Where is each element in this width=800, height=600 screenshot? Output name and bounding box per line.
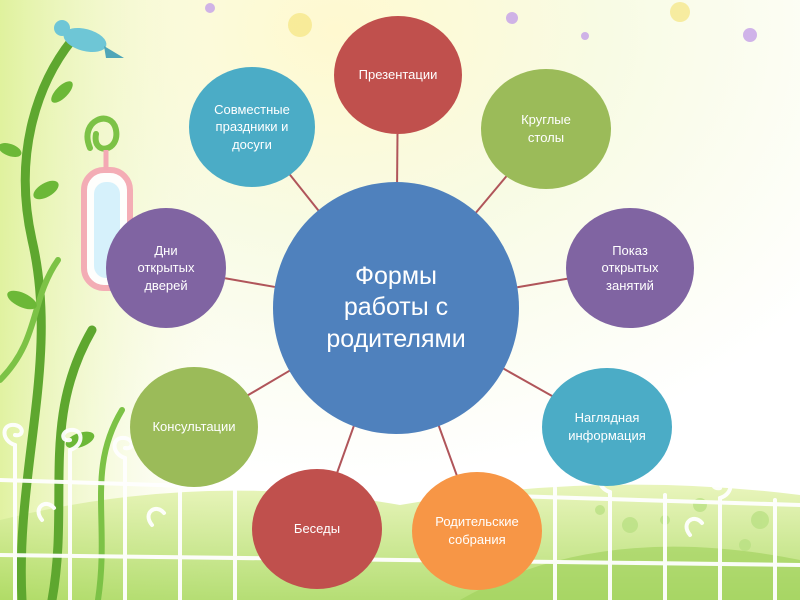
node-dni-dverey: Дни открытых дверей [106,208,226,328]
node-pokaz-zanyatiy: Показ открытых занятий [566,208,694,328]
node-besedy: Беседы [252,469,382,589]
node-label: Родительские собрания [435,514,519,547]
connector-line [336,423,356,473]
connector-lines [224,133,572,476]
center-node-label: Формы работы с родителями [326,262,466,353]
node-label: Беседы [293,521,341,537]
node-label: Показ открытых занятий [601,242,659,293]
connector-line [224,277,275,288]
node-naglyadnaya: Наглядная информация [542,368,672,486]
connector-line [517,277,572,289]
node-label: Круглые столы [521,112,571,145]
connector-line [245,369,291,398]
node-label: Совместные праздники и досуги [214,101,290,152]
connector-line [437,423,458,476]
node-label: Дни открытых дверей [137,242,195,293]
connector-line [502,367,557,399]
connector-line [474,174,509,215]
node-prazdniki: Совместные праздники и досуги [189,67,315,187]
node-roditelskie-sobraniya: Родительские собрания [412,472,542,590]
node-kruglye-stoly: Круглые столы [481,69,611,189]
node-label: Наглядная информация [568,410,646,443]
node-label: Презентации [358,67,438,83]
center-node: Формы работы с родителями [273,182,519,434]
node-konsultatsii: Консультации [130,367,258,487]
node-label: Консультации [152,419,236,435]
connector-line [288,173,321,213]
node-prezentatsii: Презентации [334,16,462,134]
